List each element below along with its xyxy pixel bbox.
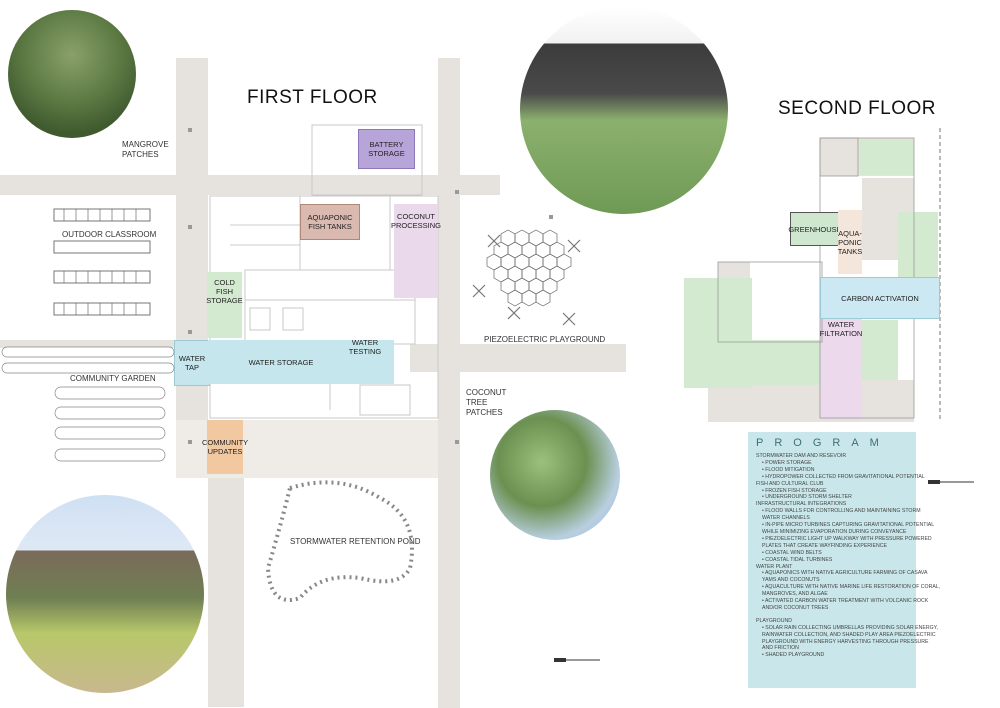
community-garden-label: COMMUNITY GARDEN	[70, 374, 156, 383]
aquaponic-tanks-label: AQUA-PONIC TANKS	[837, 228, 863, 256]
coconut-tree-patches-label: COCONUT TREE PATCHES	[466, 388, 507, 417]
second-floor-title: SECOND FLOOR	[778, 98, 937, 119]
first-floor-title: FIRST FLOOR	[247, 87, 378, 108]
water-tap-label: WATER TAP	[178, 354, 206, 372]
program-line: • FLOOD MITIGATION	[762, 466, 815, 473]
program-line: FISH AND CULTURAL CLUB	[756, 480, 824, 487]
program-line: STORMWATER DAM AND RESEVOIR	[756, 453, 847, 459]
scale-bar-second	[928, 480, 974, 484]
program-panel: PROGRAM STORMWATER DAM AND RESEVOIR• POW…	[748, 432, 941, 688]
program-line: • IN-PIPE MICRO TURBINES CAPTURING GRAVI…	[762, 522, 935, 529]
water-filtration-label: WATER FILTRATION	[819, 320, 863, 338]
road-vertical-right	[438, 58, 460, 708]
program-title: PROGRAM	[756, 437, 890, 449]
program-line: YAMS AND COCONUTS	[762, 577, 820, 584]
road-vertical-lower-left	[208, 478, 244, 707]
program-line: WATER PLANT	[756, 563, 793, 570]
water-tap-room: WATER TAP	[174, 340, 210, 386]
mangrove-photo	[8, 10, 136, 138]
carbon-activation-room: CARBON ACTIVATION	[820, 277, 940, 319]
piezoelectric-playground-label: PIEZOELECTRIC PLAYGROUND	[484, 335, 606, 344]
cold-fish-storage-label: COLD FISH STORAGE	[206, 278, 243, 305]
water-storage-room: WATER STORAGE	[208, 340, 394, 384]
aquaponic-fish-tanks-label: AQUAPONIC FISH TANKS	[307, 213, 353, 231]
battery-storage-label: BATTERY STORAGE	[368, 140, 405, 158]
outdoor-classroom-label: OUTDOOR CLASSROOM	[62, 230, 157, 239]
program-line: WHILE MINIMIZING EVAPORATION DURING CONV…	[762, 528, 907, 535]
program-line: PLAYGROUND	[756, 617, 792, 624]
program-line: • FROZEN FISH STORAGE	[762, 487, 827, 494]
program-line: MANGROVES, AND ALGAE	[762, 591, 828, 598]
program-line: • AQUAPONICS WITH NATIVE AGRICULTURE FAR…	[762, 570, 928, 577]
coconut-processing-label: COCONUT PROCESSING	[391, 212, 442, 230]
battery-storage-room: BATTERY STORAGE	[358, 129, 415, 169]
outdoor-classroom-benches	[53, 208, 151, 316]
scale-bar-first	[554, 658, 600, 662]
greenhouse-room: GREENHOUSE	[788, 212, 842, 246]
water-testing-label: WATER TESTING	[348, 338, 382, 356]
stormwater-pond-label: STORMWATER RETENTION POND	[290, 537, 421, 546]
program-line: WATER CHANNELS	[762, 515, 810, 522]
playground-render-photo	[520, 6, 728, 214]
program-line: PLAYGROUND WITH ENERGY HARVESTING THROUG…	[762, 638, 929, 645]
water-filtration-room: WATER FILTRATION	[819, 318, 863, 340]
program-line: RAINWATER COLLECTION, AND SHADED PLAY AR…	[762, 631, 936, 638]
program-line: • COASTAL TIDAL TURBINES	[762, 556, 833, 563]
program-line: • UNDERGROUND STORM SHELTER	[762, 494, 852, 501]
program-line: • ACTIVATED CARBON WATER TREATMENT WITH …	[762, 598, 929, 605]
program-line: • SHADED PLAYGROUND	[762, 652, 825, 659]
aquaponic-tanks-room: AQUA-PONIC TANKS	[838, 210, 862, 274]
mangrove-patches-label: MANGROVE PATCHES	[122, 140, 169, 159]
aquaponic-fish-tanks-room: AQUAPONIC FISH TANKS	[300, 204, 360, 240]
coconut-processing-room: COCONUT PROCESSING	[391, 204, 442, 298]
piezo-playground-hexes	[472, 229, 581, 326]
outdoor-classroom-photo	[6, 495, 204, 693]
program-line: • POWER STORAGE	[762, 459, 812, 466]
community-updates-label: COMMUNITY UPDATES	[201, 438, 249, 456]
program-line: PLATES THAT CREATE WAYFINDING EXPERIENCE	[762, 542, 887, 549]
program-line: • COASTAL WIND BELTS	[762, 549, 822, 556]
coconut-tree-photo	[490, 410, 620, 540]
cold-fish-storage-room: COLD FISH STORAGE	[206, 272, 243, 338]
road-horizontal-top	[0, 175, 500, 195]
program-line: • PIEZOELECTRIC LIGHT UP WALKWAY WITH PR…	[762, 535, 932, 542]
water-storage-label: WATER STORAGE	[248, 357, 314, 367]
road-horizontal-right	[410, 344, 626, 372]
program-list: STORMWATER DAM AND RESEVOIR• POWER STORA…	[748, 453, 941, 659]
program-line: INFRASTRUCTURAL INTEGRATIONS	[756, 501, 847, 508]
program-line: AND/OR COCONUT TREES	[762, 604, 829, 611]
water-testing-label-box: WATER TESTING	[336, 338, 394, 356]
program-line: • AQUACULTURE WITH NATIVE MARINE LIFE RE…	[762, 584, 941, 591]
greenhouse-label: GREENHOUSE	[788, 224, 842, 234]
road-horizontal-mid	[0, 340, 176, 348]
program-line: • FLOOD WALLS FOR CONTROLLING AND MAINTA…	[762, 508, 921, 515]
community-garden-rows	[1, 346, 175, 462]
program-line: AND FRICTION	[762, 645, 799, 652]
program-line: • SOLAR RAIN COLLECTING UMBRELLAS PROVID…	[762, 624, 938, 631]
program-line: • HYDROPOWER COLLECTED FROM GRAVITATIONA…	[762, 473, 925, 480]
community-updates-room: COMMUNITY UPDATES	[202, 420, 248, 474]
carbon-activation-label: CARBON ACTIVATION	[841, 293, 919, 303]
